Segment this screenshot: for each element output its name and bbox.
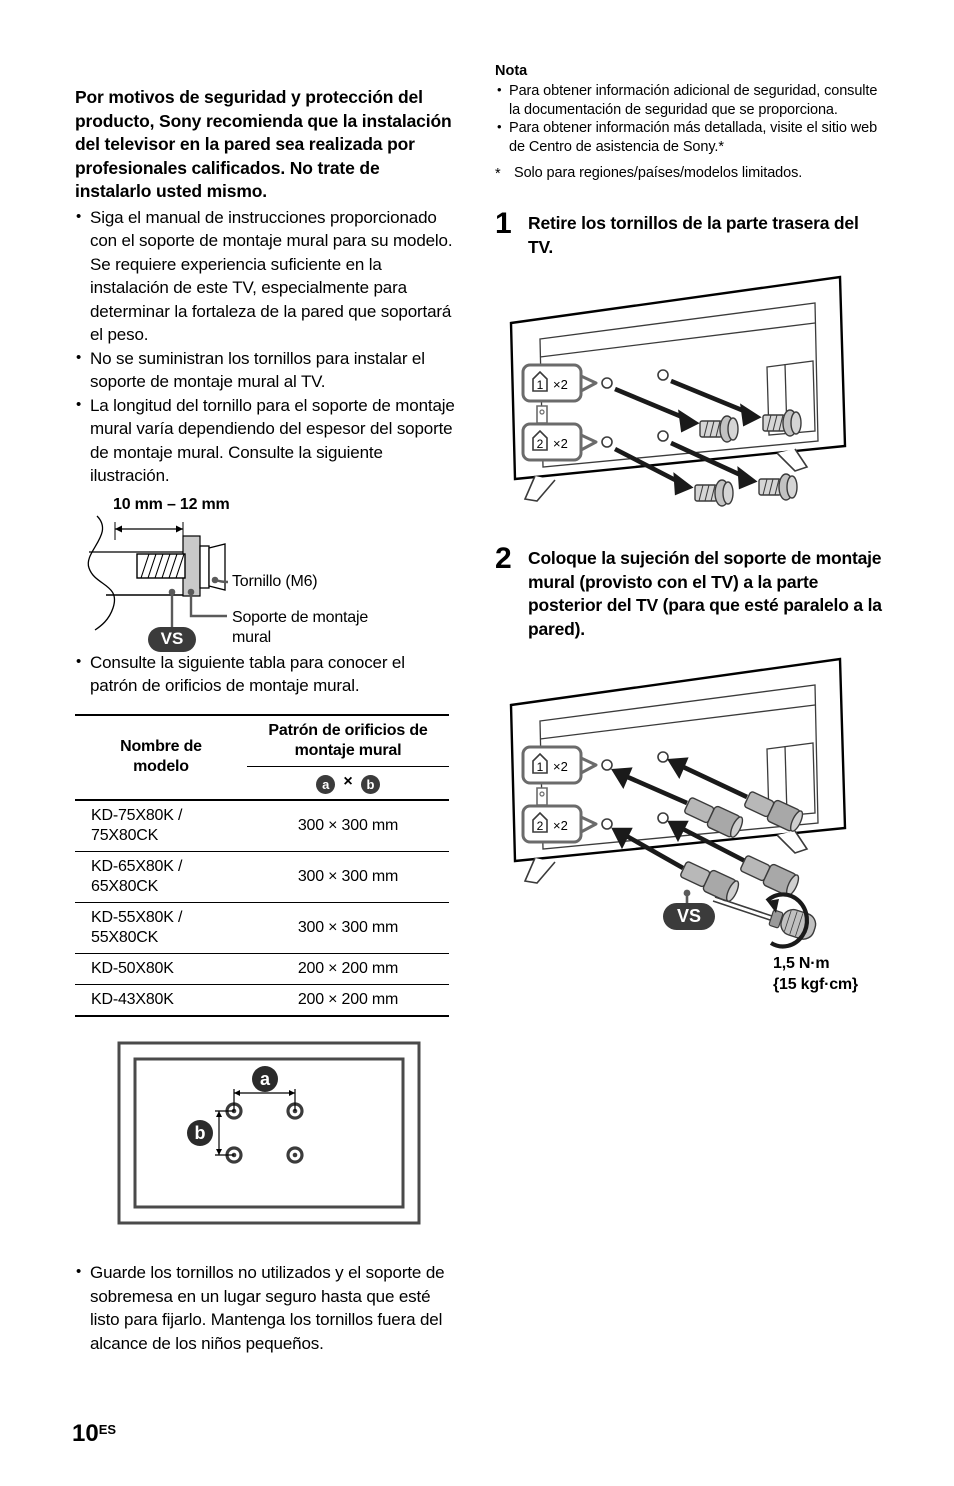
- list-item: Para obtener información adicional de se…: [495, 81, 885, 119]
- list-item: No se suministran los tornillos para ins…: [75, 346, 455, 394]
- list-item: Guarde los tornillos no utilizados y el …: [75, 1260, 455, 1355]
- table-header-row: Nombre de modelo Patrón de orificios de …: [75, 714, 449, 775]
- screw-dimension-label: 10 mm – 12 mm: [113, 495, 230, 513]
- step-2-text: Coloque la sujeción del soporte de monta…: [528, 548, 882, 639]
- column-header-pattern: Patrón de orificios de montaje mural: [247, 714, 449, 767]
- svg-text:×2: ×2: [553, 436, 568, 451]
- torque-spec: 1,5 N·m {15 kgf·cm}: [773, 953, 858, 995]
- table-intro-list: Consulte la siguiente tabla para conocer…: [75, 650, 455, 698]
- step-2: 2 Coloque la sujeción del soporte de mon…: [495, 544, 885, 641]
- bracket-callout-label: Soporte de montaje mural: [232, 608, 368, 648]
- table-row: KD-55X80K / 55X80CK 300 × 300 mm: [75, 902, 449, 954]
- left-column: Por motivos de seguridad y protección de…: [75, 86, 455, 1355]
- cell-pattern: 300 × 300 mm: [297, 868, 399, 885]
- callout-1: 1 ×2: [521, 363, 598, 403]
- step-2-figure: 1 ×2 2 ×2: [495, 653, 885, 993]
- circled-a-badge: a: [316, 775, 336, 794]
- callout-1: 1 ×2: [521, 745, 598, 785]
- screw-diagram-graphic: [87, 515, 229, 631]
- page-number-value: 10: [72, 1420, 99, 1447]
- cell-model: KD-43X80K: [91, 991, 174, 1008]
- column-header-a-times-b: a × b: [247, 766, 449, 800]
- circled-b-badge: b: [360, 775, 380, 794]
- table-header-subrow: a × b: [75, 766, 449, 800]
- torque-line1: 1,5 N·m: [773, 955, 830, 972]
- header-model-line1: Nombre de: [120, 738, 202, 756]
- step-1-figure: 1 ×2 2 ×2: [495, 271, 885, 516]
- screw-illustration: [694, 409, 802, 507]
- step-1: 1 Retire los tornillos de la parte trase…: [495, 209, 885, 259]
- page-number-suffix: ES: [98, 1422, 117, 1437]
- screw-callout-label: Tornillo (M6): [232, 572, 318, 590]
- list-item: La longitud del tornillo para el soporte…: [75, 393, 455, 488]
- header-pattern-line1: Patrón de orificios de: [268, 721, 428, 739]
- closing-bullet-list: Guarde los tornillos no utilizados y el …: [75, 1260, 455, 1355]
- vs-badge: VS: [148, 626, 196, 652]
- cell-pattern: 200 × 200 mm: [297, 991, 399, 1008]
- hole-pattern-graphic: a b: [117, 1041, 421, 1225]
- cell-model: KD-55X80K / 55X80CK: [91, 909, 183, 946]
- torque-line2: {15 kgf·cm}: [773, 976, 858, 993]
- wall-mount-pattern-table: Nombre de modelo Patrón de orificios de …: [75, 714, 449, 1018]
- step-1-number: 1: [495, 207, 512, 240]
- step-2-number: 2: [495, 542, 512, 575]
- list-item: Consulte la siguiente tabla para conocer…: [75, 650, 455, 698]
- svg-text:2: 2: [537, 437, 544, 451]
- vs-badge: VS: [663, 903, 715, 930]
- column-header-model: Nombre de modelo: [75, 715, 247, 801]
- callout-2: 2 ×2: [521, 804, 598, 844]
- table-row: KD-50X80K 200 × 200 mm: [75, 953, 449, 985]
- table-row: KD-65X80K / 65X80CK 300 × 300 mm: [75, 851, 449, 903]
- list-item: Para obtener información más detallada, …: [495, 118, 885, 156]
- lead-paragraph: Por motivos de seguridad y protección de…: [75, 87, 452, 201]
- svg-text:1: 1: [537, 760, 544, 774]
- footnote-star: *: [495, 166, 501, 182]
- bracket-label-line1: Soporte de montaje: [232, 608, 369, 626]
- left-bullet-list: Siga el manual de instrucciones proporci…: [75, 205, 455, 488]
- list-item: Siga el manual de instrucciones proporci…: [75, 205, 455, 347]
- svg-text:×2: ×2: [553, 759, 568, 774]
- footnote: * Solo para regiones/países/modelos limi…: [495, 164, 885, 183]
- right-column: Nota Para obtener información adicional …: [495, 62, 885, 993]
- svg-text:×2: ×2: [553, 818, 568, 833]
- tv-rear-spacer-attach-graphic: 1 ×2 2 ×2: [509, 657, 847, 949]
- svg-text:2: 2: [537, 819, 544, 833]
- cell-model: KD-75X80K / 75X80CK: [91, 807, 183, 844]
- svg-text:×2: ×2: [553, 377, 568, 392]
- cell-model: KD-50X80K: [91, 960, 174, 977]
- note-heading: Nota: [495, 63, 528, 79]
- note-list: Para obtener información adicional de se…: [495, 81, 885, 156]
- bracket-label-line2: mural: [232, 628, 272, 646]
- table-row: KD-43X80K 200 × 200 mm: [75, 984, 449, 1016]
- screw-length-diagram: 10 mm – 12 mm: [75, 495, 455, 652]
- hole-label-b: b: [195, 1123, 206, 1143]
- cell-model: KD-65X80K / 65X80CK: [91, 858, 183, 895]
- tv-rear-screw-removal-graphic: 1 ×2 2 ×2: [509, 275, 847, 507]
- page-number: 10ES: [72, 1420, 116, 1448]
- screwdriver-illustration: [712, 892, 817, 949]
- footnote-text: Solo para regiones/países/modelos limita…: [514, 165, 803, 181]
- cell-pattern: 200 × 200 mm: [297, 960, 399, 977]
- cell-pattern: 300 × 300 mm: [297, 817, 399, 834]
- hole-pattern-figure: a b: [117, 1041, 455, 1231]
- step-1-text: Retire los tornillos de la parte trasera…: [528, 213, 859, 257]
- times-symbol: ×: [343, 772, 353, 790]
- header-pattern-line2: montaje mural: [294, 741, 402, 759]
- hole-label-a: a: [260, 1069, 271, 1089]
- cell-pattern: 300 × 300 mm: [297, 919, 399, 936]
- svg-text:1: 1: [537, 378, 544, 392]
- table-row: KD-75X80K / 75X80CK 300 × 300 mm: [75, 800, 449, 852]
- header-model-line2: modelo: [133, 758, 189, 776]
- spacer-illustration: [680, 791, 804, 902]
- callout-2: 2 ×2: [521, 422, 598, 462]
